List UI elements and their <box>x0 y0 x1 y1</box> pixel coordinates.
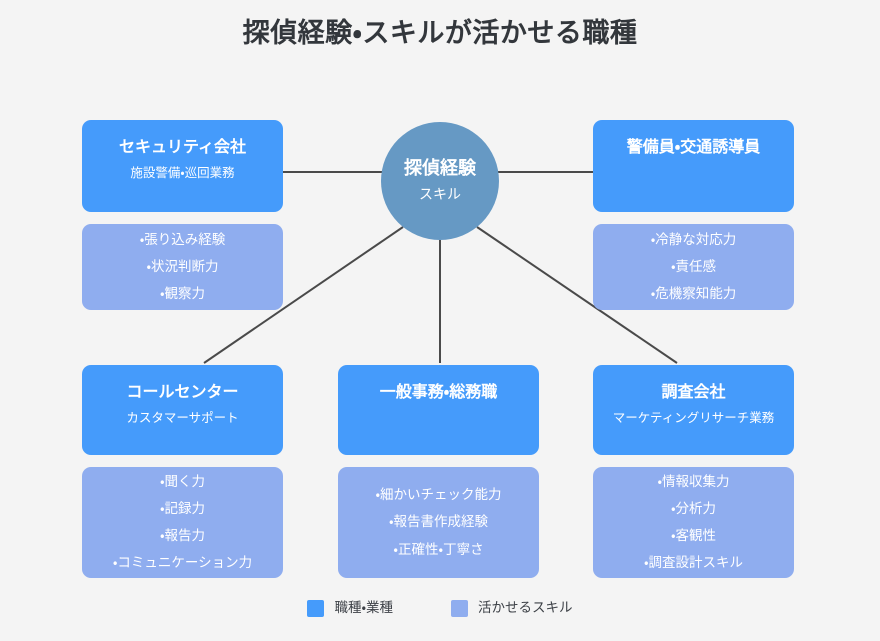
skill-item: ・危機察知能力 <box>650 286 737 303</box>
skill-item: ・分析力 <box>670 500 717 517</box>
legend-item-job: 職種・業種 <box>307 600 393 617</box>
skill-box-research: ・情報収集力 ・分析力 ・客観性 ・調査設計スキル <box>593 467 794 578</box>
skill-item: ・聞く力 <box>159 473 206 490</box>
skill-item: ・記録力 <box>159 500 206 517</box>
skill-box-guard: ・冷静な対応力 ・責任感 ・危機察知能力 <box>593 224 794 310</box>
job-box-guard[interactable]: 警備員・交通誘導員 <box>593 120 794 212</box>
skill-item: ・報告書作成経験 <box>388 514 489 531</box>
job-subtitle: 施設警備・巡回業務 <box>130 165 235 180</box>
job-title: セキュリティ会社 <box>118 137 247 156</box>
skill-item: ・状況判断力 <box>146 258 219 275</box>
hub-title: 探偵経験 <box>404 158 476 180</box>
job-subtitle: マーケティングリサーチ業務 <box>612 410 775 425</box>
skill-box-callcenter: ・聞く力 ・記録力 ・報告力 ・コミュニケーション力 <box>82 467 283 578</box>
skill-item: ・観察力 <box>159 286 206 303</box>
node-security: セキュリティ会社 施設警備・巡回業務 ・張り込み経験 ・状況判断力 ・観察力 <box>82 120 283 310</box>
job-title: 調査会社 <box>661 382 726 401</box>
skill-item: ・正確性・丁寧さ <box>393 541 484 558</box>
hub-subtitle: スキル <box>419 186 461 203</box>
job-title: 警備員・交通誘導員 <box>626 137 761 156</box>
job-box-research[interactable]: 調査会社 マーケティングリサーチ業務 <box>593 365 794 455</box>
hub-node: 探偵経験 スキル <box>381 122 499 240</box>
legend: 職種・業種 活かせるスキル <box>0 600 880 617</box>
skill-item: ・責任感 <box>670 258 717 275</box>
skill-box-office: ・細かいチェック能力 ・報告書作成経験 ・正確性・丁寧さ <box>338 467 539 578</box>
node-guard: 警備員・交通誘導員 ・冷静な対応力 ・責任感 ・危機察知能力 <box>593 120 794 310</box>
skill-item: ・張り込み経験 <box>139 231 226 248</box>
legend-label-job: 職種・業種 <box>334 599 394 616</box>
skill-item: ・情報収集力 <box>657 473 730 490</box>
skill-item: ・コミュニケーション力 <box>112 555 253 572</box>
skill-item: ・客観性 <box>670 528 717 544</box>
skill-item: ・調査設計スキル <box>643 555 744 572</box>
legend-item-skill: 活かせるスキル <box>451 600 573 617</box>
job-subtitle: カスタマーサポート <box>126 410 239 425</box>
skill-item: ・報告力 <box>159 528 206 544</box>
job-box-office[interactable]: 一般事務・総務職 <box>338 365 539 455</box>
legend-swatch-skill-icon <box>451 600 469 617</box>
page-title: 探偵経験・スキルが活かせる職種 <box>242 18 638 49</box>
job-box-security[interactable]: セキュリティ会社 施設警備・巡回業務 <box>82 120 283 212</box>
skill-item: ・細かいチェック能力 <box>375 487 502 504</box>
skill-item: ・冷静な対応力 <box>650 231 737 248</box>
job-title: 一般事務・総務職 <box>379 382 498 401</box>
node-office: 一般事務・総務職 ・細かいチェック能力 ・報告書作成経験 ・正確性・丁寧さ <box>338 365 539 578</box>
node-callcenter: コールセンター カスタマーサポート ・聞く力 ・記録力 ・報告力 ・コミュニケー… <box>82 365 283 578</box>
node-research: 調査会社 マーケティングリサーチ業務 ・情報収集力 ・分析力 ・客観性 ・調査設… <box>593 365 794 578</box>
job-box-callcenter[interactable]: コールセンター カスタマーサポート <box>82 365 283 455</box>
legend-swatch-job-icon <box>307 600 325 617</box>
legend-label-skill: 活かせるスキル <box>478 599 573 616</box>
job-title: コールセンター <box>126 382 239 401</box>
skill-box-security: ・張り込み経験 ・状況判断力 ・観察力 <box>82 224 283 310</box>
